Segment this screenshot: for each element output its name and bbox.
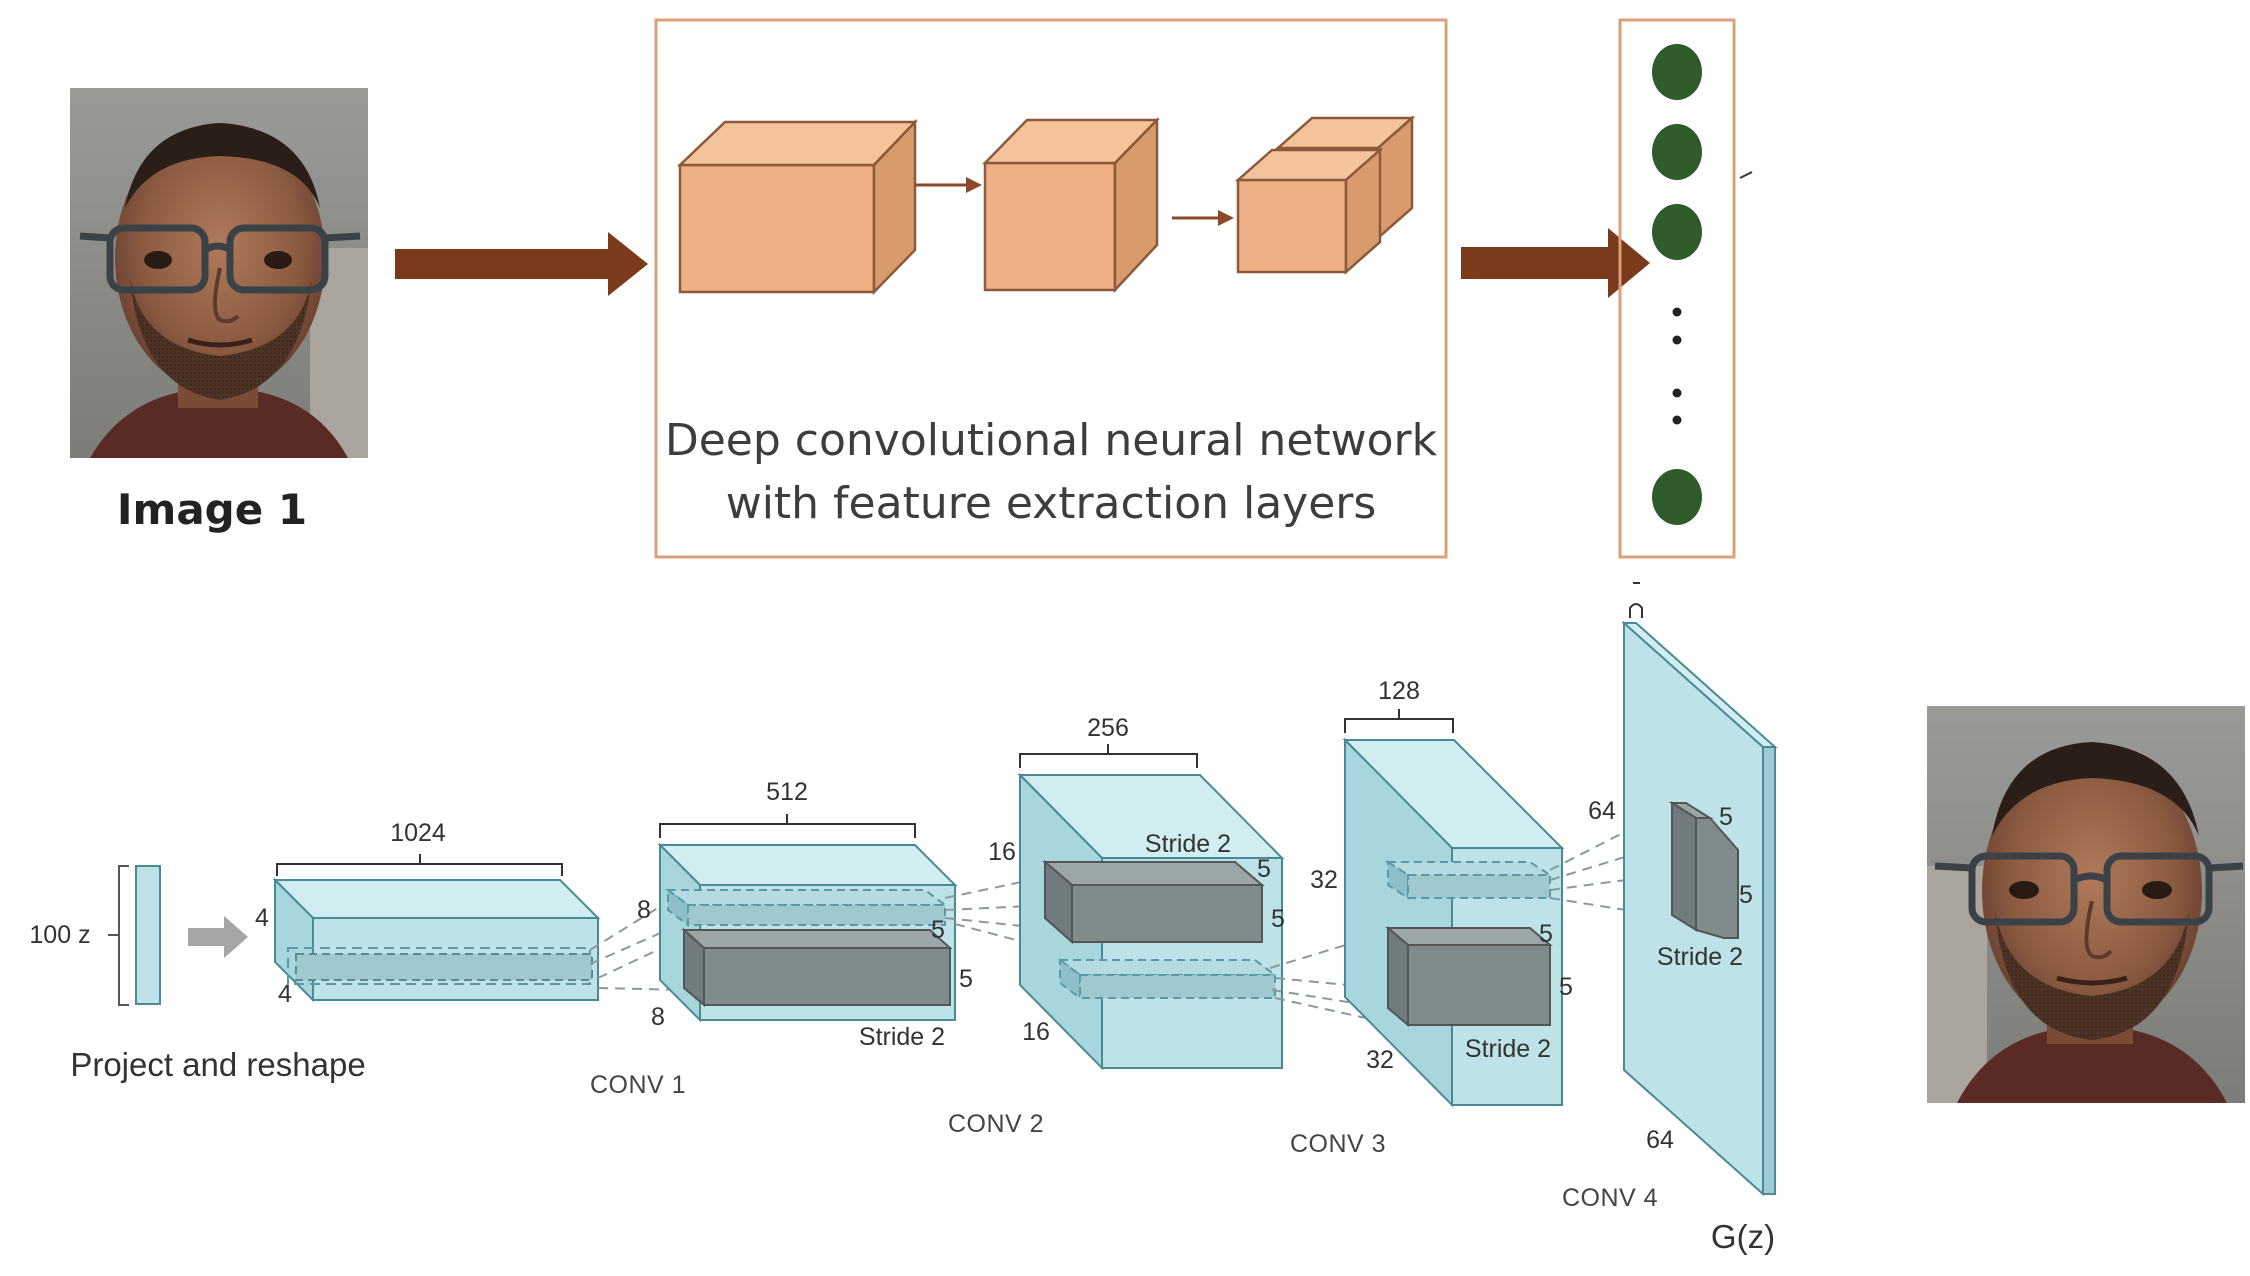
conv2-stride-label: Stride 2 <box>1145 830 1231 858</box>
project-volume <box>272 877 601 1003</box>
conv3-width-label: 32 <box>1366 1046 1394 1074</box>
cnn-feature-cube-2 <box>982 116 1160 294</box>
cnn-title-line2: with feature extraction layers <box>726 478 1377 529</box>
conv2-height-label: 16 <box>988 838 1016 866</box>
conv1-channels-label: 512 <box>766 778 808 806</box>
conv1-channels-brace <box>659 814 916 838</box>
conv2-kernel-bottom <box>1057 958 1278 1000</box>
conv3-kernel-size-b: 5 <box>1559 973 1573 1001</box>
output-face-photo <box>1927 706 2245 1103</box>
output-label: G(z) <box>1711 1218 1775 1255</box>
input-face-photo <box>70 88 368 458</box>
cnn-frame <box>654 18 1448 559</box>
cnn-feature-cube-3 <box>1234 115 1416 275</box>
arrow-to-cnn <box>395 232 648 296</box>
conv2-channels-brace <box>1019 744 1198 768</box>
cnn-arrow-1 <box>916 177 982 193</box>
project-width-label: 4 <box>278 980 292 1008</box>
conv4-stride-label: Stride 2 <box>1657 943 1743 971</box>
neuron-3 <box>1652 204 1702 260</box>
conv1-kernel-size-a: 5 <box>931 916 945 944</box>
project-reshape-label: Project and reshape <box>70 1046 365 1083</box>
arrow-to-feature-vector <box>1461 228 1650 298</box>
cnn-feature-cube-1 <box>676 118 918 296</box>
conv3-kernel <box>1385 925 1553 1028</box>
project-arrow <box>188 916 248 958</box>
conv2-kernel <box>1042 859 1265 945</box>
conv4-width-label: 64 <box>1646 1126 1674 1154</box>
conv3-height-label: 32 <box>1310 866 1338 894</box>
conv4-kernel-size-a: 5 <box>1719 803 1733 831</box>
conv3-label: CONV 3 <box>1290 1130 1386 1158</box>
conv2-label: CONV 2 <box>948 1110 1044 1138</box>
conv1-height-label: 8 <box>637 896 651 924</box>
conv3-kernel-top <box>1384 860 1554 900</box>
conv4-height-label: 64 <box>1588 797 1616 825</box>
conv2-channels-label: 256 <box>1087 714 1129 742</box>
neuron-2 <box>1652 124 1702 180</box>
conv4-kernel-size-b: 5 <box>1739 881 1753 909</box>
input-image-label: Image 1 <box>117 485 307 534</box>
neuron-n <box>1652 469 1702 525</box>
project-channels-brace <box>276 854 563 876</box>
conv3-stride-label: Stride 2 <box>1465 1035 1551 1063</box>
conv1-label: CONV 1 <box>590 1071 686 1099</box>
conv1-width-label: 8 <box>651 1003 665 1031</box>
conv3-kernel-size-a: 5 <box>1539 920 1553 948</box>
conv4-kernel <box>1668 801 1739 939</box>
conv4-label: CONV 4 <box>1562 1184 1658 1212</box>
conv1-kernel <box>681 927 953 1008</box>
cnn-title-line1: Deep convolutional neural network <box>665 415 1438 466</box>
feature-vector-ellipsis <box>1672 307 1682 425</box>
conv2-kernel-size-b: 5 <box>1271 905 1285 933</box>
project-height-label: 4 <box>255 904 269 932</box>
cut-off-connector <box>1739 171 1753 179</box>
conv3-channels-brace <box>1344 709 1454 733</box>
conv2-kernel-size-a: 5 <box>1257 855 1271 883</box>
conv1-kernel-size-b: 5 <box>959 965 973 993</box>
cnn-arrow-2 <box>1172 210 1234 226</box>
conv4-top-brace <box>1629 603 1643 618</box>
conv1-kernel-top <box>665 888 948 927</box>
conv3-channels-label: 128 <box>1378 677 1420 705</box>
z-input-vector <box>135 865 161 1005</box>
project-channels-label: 1024 <box>390 819 446 847</box>
neuron-1 <box>1652 44 1702 100</box>
z-input-bracket <box>108 865 129 1006</box>
z-input-label: 100 z <box>29 921 90 949</box>
feature-vector-frame <box>1618 18 1736 559</box>
conv2-width-label: 16 <box>1022 1018 1050 1046</box>
feature-vector-neurons <box>1652 44 1702 525</box>
conv1-stride-label: Stride 2 <box>859 1023 945 1051</box>
